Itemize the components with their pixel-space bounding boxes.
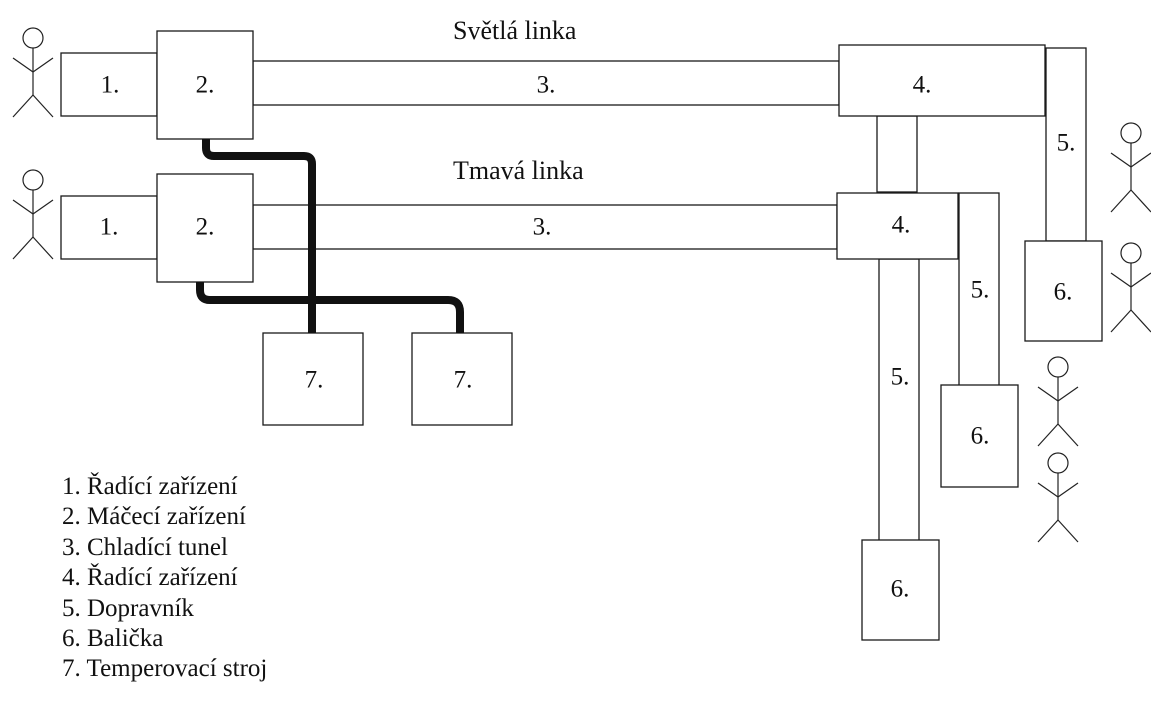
dark-line bbox=[60, 173, 1000, 542]
dark-line-title: Tmavá linka bbox=[453, 156, 584, 185]
pipe-light-to-tempering bbox=[202, 139, 316, 333]
person-icon bbox=[1037, 356, 1079, 447]
label-dark-sorter-4: 4. bbox=[892, 212, 911, 239]
legend-item: 6. Balička bbox=[62, 625, 164, 653]
light-line-conveyor bbox=[1045, 47, 1087, 242]
legend-item: 5. Dopravník bbox=[62, 594, 194, 622]
light-line-connector bbox=[876, 115, 918, 193]
legend-item: 1. Řadící zařízení bbox=[62, 473, 238, 500]
label-dark-dipping-machine: 2. bbox=[196, 214, 215, 241]
dark-line-dipping-machine bbox=[156, 173, 254, 283]
label-dark-conveyor-long: 5. bbox=[891, 364, 910, 391]
dark-line-cooling-tunnel bbox=[252, 204, 838, 250]
packing-machine-middle bbox=[940, 384, 1019, 488]
tempering-machines bbox=[262, 332, 513, 426]
person-icon bbox=[1110, 122, 1151, 213]
packing-machines bbox=[861, 240, 1103, 641]
tempering-machine-left bbox=[262, 332, 364, 426]
label-light-dipping-machine: 2. bbox=[196, 72, 215, 99]
label-light-sorter-4: 4. bbox=[913, 72, 932, 99]
dark-line-sorter-4 bbox=[836, 192, 959, 260]
person-icon bbox=[12, 27, 54, 118]
light-line bbox=[60, 30, 1087, 242]
label-light-conveyor: 5. bbox=[1057, 130, 1076, 157]
label-packing-right: 6. bbox=[1054, 279, 1073, 306]
dark-line-conveyor-long bbox=[878, 258, 920, 542]
legend-item: 3. Chladící tunel bbox=[62, 533, 228, 561]
dark-line-sorter-1 bbox=[60, 195, 158, 260]
label-dark-sorter-1: 1. bbox=[100, 214, 119, 241]
box-labels: 1. 2. 3. 4. 5. 1. 2. 3. 4. 5. 5. 6. 6. 6… bbox=[100, 72, 1076, 603]
label-packing-middle: 6. bbox=[971, 423, 990, 450]
label-light-cooling-tunnel: 3. bbox=[537, 72, 556, 99]
label-dark-conveyor-short: 5. bbox=[971, 277, 990, 304]
person-icon bbox=[1037, 452, 1079, 543]
legend: 1. Řadící zařízení 2. Máčecí zařízení 3.… bbox=[62, 472, 267, 685]
light-line-title: Světlá linka bbox=[453, 16, 577, 45]
label-dark-cooling-tunnel: 3. bbox=[533, 214, 552, 241]
person-icon bbox=[1110, 242, 1151, 333]
legend-item: 2. Máčecí zařízení bbox=[62, 503, 246, 531]
pipe-dark-to-tempering bbox=[196, 282, 464, 333]
tempering-machine-right bbox=[411, 332, 513, 426]
legend-item: 4. Řadící zařízení bbox=[62, 564, 238, 592]
label-light-sorter-1: 1. bbox=[101, 72, 120, 99]
light-line-sorter-4 bbox=[838, 44, 1046, 117]
light-line-sorter-1 bbox=[60, 52, 158, 117]
label-tempering-left: 7. bbox=[305, 367, 324, 394]
packing-machine-right bbox=[1024, 240, 1103, 342]
dark-line-conveyor-short bbox=[958, 192, 1000, 387]
label-tempering-right: 7. bbox=[454, 367, 473, 394]
light-line-dipping-machine bbox=[156, 30, 254, 140]
packing-machine-bottom bbox=[861, 539, 940, 641]
legend-item: 7. Temperovací stroj bbox=[62, 655, 268, 683]
label-packing-bottom: 6. bbox=[891, 576, 910, 603]
person-icon bbox=[12, 169, 54, 260]
